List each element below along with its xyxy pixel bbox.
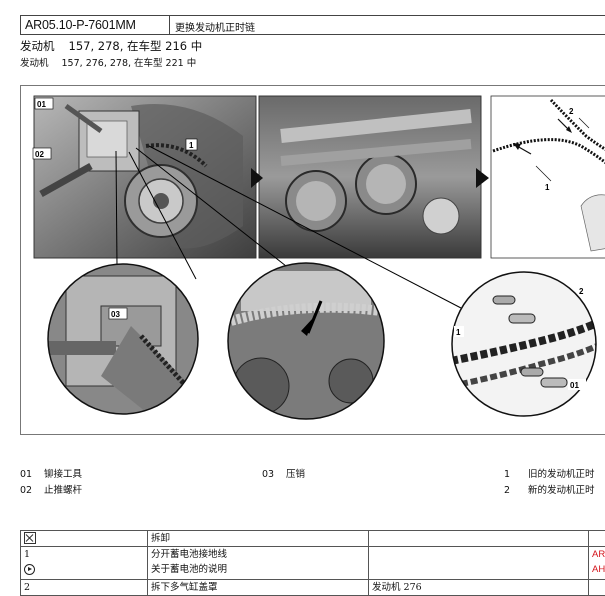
table-cell: AR AH — [588, 546, 605, 580]
table-cell: 1 — [20, 546, 148, 580]
callout-2: 2 — [569, 107, 574, 116]
step-condition: 发动机 276 — [368, 579, 589, 596]
table-row: 2 拆下多气缸盖罩 发动机 276 — [20, 579, 605, 596]
legend-item: 01 铆接工具 — [20, 466, 82, 480]
callout-circle-01: 01 — [568, 379, 586, 390]
svg-text:1: 1 — [456, 328, 461, 337]
removal-icon — [24, 531, 36, 544]
svg-text:01: 01 — [570, 381, 579, 390]
svg-text:03: 03 — [111, 310, 120, 319]
svg-text:1: 1 — [545, 183, 550, 192]
document-header: AR05.10-P-7601MM 更换发动机正时链 — [20, 15, 605, 35]
legend-text: 旧的发动机正时 — [528, 469, 595, 480]
callout-circle-1: 1 — [454, 326, 464, 337]
legend-number: 1 — [504, 469, 511, 480]
svg-text:2: 2 — [579, 287, 584, 296]
legend-text: 铆接工具 — [44, 469, 83, 480]
arrow-right-icon — [476, 168, 489, 188]
procedure-table: 拆卸 1 分开蓄电池接地线 关于蓄电池的说明 AR AH 2 拆下多气缸盖罩 发… — [20, 530, 605, 596]
table-cell: 拆卸 — [147, 530, 369, 547]
step-note-link[interactable]: 关于蓄电池的说明 — [151, 564, 228, 575]
detail-pin-press — [47, 263, 199, 415]
sketch-chain-routing — [490, 95, 605, 259]
step-text: 分开蓄电池接地线 — [151, 549, 228, 560]
legend-number: 02 — [20, 485, 33, 496]
svg-text:02: 02 — [35, 150, 44, 159]
figure-illustration: 01 02 1 03 2 1 1 2 01 — [32, 95, 605, 420]
legend-number: 2 — [504, 485, 511, 496]
table-cell — [588, 579, 605, 596]
svg-text:2: 2 — [569, 107, 574, 116]
document-title: 更换发动机正时链 — [175, 23, 255, 34]
engine-label: 发动机 — [20, 39, 55, 53]
table-cell: 分开蓄电池接地线 关于蓄电池的说明 — [147, 546, 369, 580]
step-number: 1 — [24, 549, 31, 560]
callout-circle-2: 2 — [579, 287, 584, 296]
legend-text: 新的发动机正时 — [528, 485, 595, 496]
engine-line-2: 发动机 157, 276, 278, 在车型 221 中 — [20, 55, 196, 69]
header-divider — [169, 16, 170, 34]
engine-value: 157, 276, 278, 在车型 221 中 — [61, 58, 197, 69]
photo-camshaft-chain — [258, 95, 482, 259]
document-code: AR05.10-P-7601MM — [25, 18, 136, 32]
procedure-figure: 01 02 1 03 2 1 1 2 01 — [20, 85, 605, 435]
engine-line-1: 发动机 157, 278, 在车型 216 中 — [20, 38, 202, 54]
table-row: 拆卸 — [20, 530, 605, 547]
photo-riveting-tool — [33, 95, 257, 259]
legend-item: 02 止推螺杆 — [20, 482, 82, 496]
legend-text: 压销 — [286, 469, 306, 480]
table-cell — [368, 530, 589, 547]
table-cell — [368, 546, 589, 580]
detail-chain-links — [451, 271, 597, 417]
reference-link[interactable]: AR — [592, 549, 605, 560]
table-row: 1 分开蓄电池接地线 关于蓄电池的说明 AR AH — [20, 546, 605, 580]
detail-chain-sprocket — [227, 262, 385, 420]
callout-1: 1 — [185, 138, 198, 151]
reference-link[interactable]: AH — [592, 564, 605, 575]
arrow-right-icon — [251, 168, 263, 188]
table-cell — [588, 530, 605, 547]
engine-value: 157, 278, 在车型 216 中 — [68, 39, 203, 53]
svg-text:01: 01 — [37, 100, 46, 109]
legend-item: 2 新的发动机正时 — [504, 482, 595, 496]
legend-item: 03 压销 — [262, 466, 305, 480]
callout-01: 01 — [34, 97, 54, 110]
step-text: 拆下多气缸盖罩 — [147, 579, 369, 596]
note-icon — [24, 564, 35, 575]
legend-number: 03 — [262, 469, 275, 480]
legend-item: 1 旧的发动机正时 — [504, 466, 595, 480]
callout-03: 03 — [108, 307, 128, 320]
step-number: 2 — [20, 579, 148, 596]
callout-02: 02 — [32, 147, 52, 160]
legend-text: 止推螺杆 — [44, 485, 83, 496]
svg-text:1: 1 — [189, 141, 194, 150]
callout-1-sketch: 1 — [545, 183, 550, 192]
table-cell — [20, 530, 148, 547]
legend-number: 01 — [20, 469, 33, 480]
engine-label: 发动机 — [20, 58, 49, 69]
